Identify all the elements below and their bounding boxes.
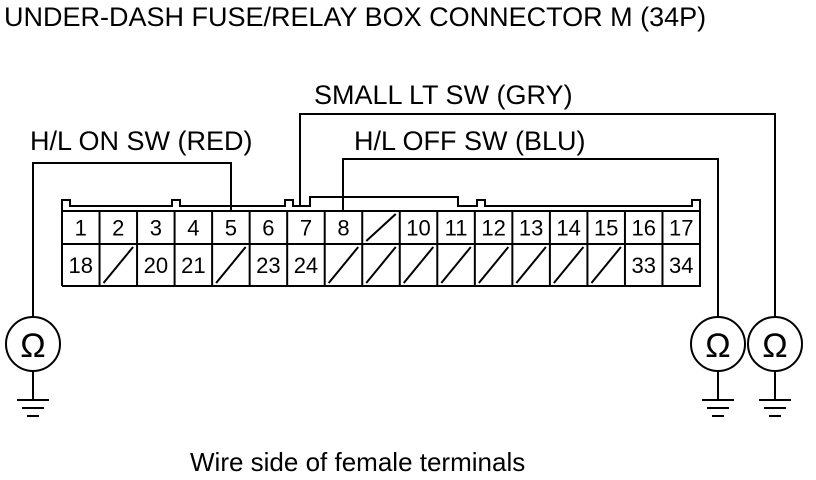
diagram-title: UNDER-DASH FUSE/RELAY BOX CONNECTOR M (3… bbox=[4, 2, 707, 32]
ohmmeter-center: Ω bbox=[690, 316, 746, 372]
ohm-icon: Ω bbox=[762, 327, 787, 365]
hl-on-sw-label: H/L ON SW (RED) bbox=[30, 126, 253, 156]
terminal-number: 10 bbox=[406, 216, 430, 241]
terminal-number: 3 bbox=[150, 216, 162, 241]
empty-terminal-slash bbox=[553, 246, 585, 284]
ohmmeter-right: Ω bbox=[747, 316, 803, 372]
terminal-number: 6 bbox=[262, 216, 274, 241]
empty-terminal-slash bbox=[590, 246, 622, 284]
terminal-number: 21 bbox=[181, 253, 205, 278]
wire-small-lt-gry bbox=[299, 113, 776, 317]
terminal-number: 20 bbox=[144, 253, 168, 278]
empty-terminal-slash bbox=[365, 246, 397, 284]
terminal-number: 17 bbox=[669, 216, 693, 241]
ohm-icon: Ω bbox=[705, 327, 730, 365]
empty-terminal-slash bbox=[102, 246, 134, 284]
empty-terminal-slash bbox=[440, 246, 472, 284]
terminal-number: 8 bbox=[337, 216, 349, 241]
empty-terminal-slash bbox=[327, 246, 360, 284]
ground-icon bbox=[759, 399, 791, 417]
terminal-number: 13 bbox=[519, 216, 543, 241]
terminal-row-2: 18 20 21 23 24 33 34 bbox=[69, 244, 693, 286]
empty-terminal-slash bbox=[515, 246, 547, 284]
terminal-number: 11 bbox=[445, 216, 468, 241]
empty-terminal-slash bbox=[402, 246, 435, 284]
diagram-caption: Wire side of female terminals bbox=[190, 447, 526, 477]
ground-icon bbox=[702, 399, 734, 417]
empty-terminal-slash bbox=[478, 246, 510, 284]
terminal-number: 4 bbox=[187, 216, 199, 241]
terminal-number: 15 bbox=[594, 216, 618, 241]
wires bbox=[32, 113, 776, 399]
ground-icon bbox=[17, 399, 49, 417]
terminal-number: 2 bbox=[112, 216, 124, 241]
terminal-number: 14 bbox=[556, 216, 580, 241]
empty-terminal-slash bbox=[215, 246, 247, 284]
terminal-number: 1 bbox=[75, 216, 87, 241]
terminal-number: 5 bbox=[225, 216, 237, 241]
terminal-number: 12 bbox=[481, 216, 505, 241]
hl-off-sw-label: H/L OFF SW (BLU) bbox=[354, 126, 586, 156]
terminal-number: 24 bbox=[294, 253, 318, 278]
terminal-number: 7 bbox=[300, 216, 312, 241]
empty-terminal-slash bbox=[365, 213, 397, 242]
ohmmeter-left: Ω bbox=[5, 316, 61, 372]
terminal-number: 33 bbox=[631, 253, 655, 278]
terminal-number: 18 bbox=[69, 253, 93, 278]
ohm-icon: Ω bbox=[20, 327, 45, 365]
wire-hl-off-blu bbox=[342, 158, 719, 317]
terminal-number: 34 bbox=[669, 253, 693, 278]
small-lt-sw-label: SMALL LT SW (GRY) bbox=[314, 80, 573, 110]
wire-hl-on-red bbox=[32, 162, 232, 317]
terminal-number: 23 bbox=[256, 253, 280, 278]
connector-housing bbox=[61, 196, 701, 287]
terminal-number: 16 bbox=[631, 216, 655, 241]
